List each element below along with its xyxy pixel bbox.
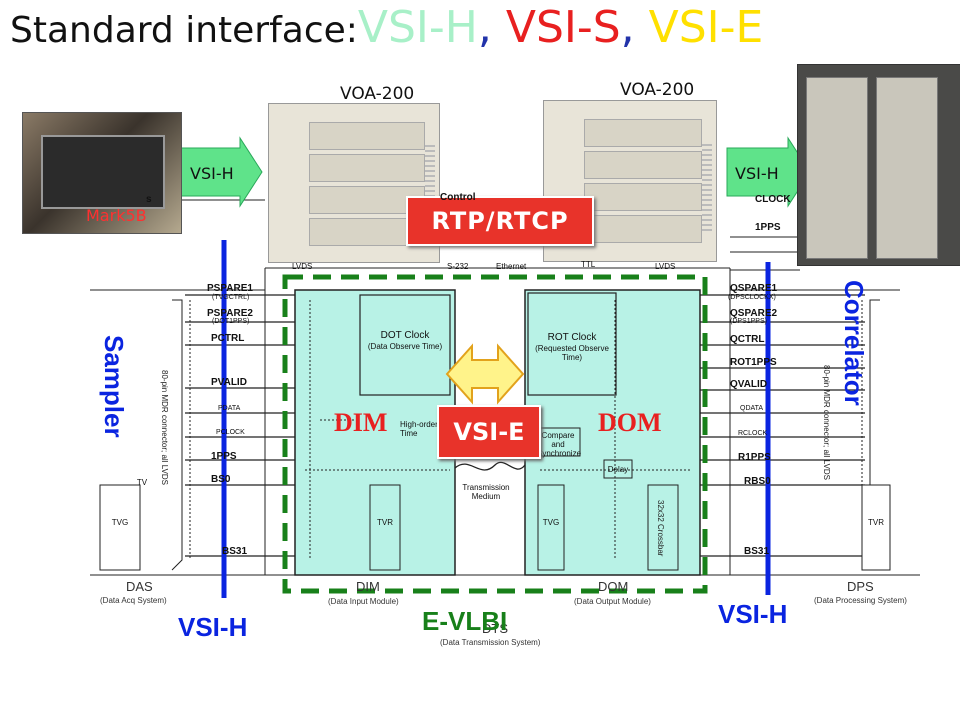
dts-label: DTS [482,621,508,636]
compare-sync: Compare and Synchronize [537,431,582,458]
dom-red-label: DOM [598,408,662,437]
sig-r1pps: R1PPS [738,452,771,463]
tvg-dom: TVG [542,518,560,527]
tvr-dps: TVR [868,518,884,527]
sig-ethernet: Ethernet [496,262,527,271]
dim-sub: (Data Input Module) [328,597,399,606]
sig-pctrl: PCTRL [211,333,245,344]
tvr-dim: TVR [377,518,393,527]
sig-pspare2-sub: (DOT1PPS) [212,318,250,325]
dts-sub: (Data Transmission System) [440,638,541,647]
sig-bs0: BS0 [211,474,231,485]
sig-pspare2: PSPARE2 [207,308,253,319]
dim-red-label: DIM [334,408,388,437]
sig-rot1pps: ROT1PPS [730,357,777,368]
high-order-time: High-order Time [400,420,438,438]
crossbar-label: 32x32 Crossbar [656,500,665,557]
title-vsi-e: VSI-E [648,2,764,53]
vsi-h-arrow-left-label: VSI-H [190,164,234,183]
sig-pvalid: PVALID [211,377,247,388]
rot-clock-label: ROT Clock [547,332,597,343]
vsi-h-right-label: VSI-H [718,599,788,629]
sig-bs31: BS31 [222,546,248,557]
sig-1pps-left: 1PPS [211,451,237,462]
sig-pspare1: PSPARE1 [207,283,253,294]
mark5b-label: Mark5B [86,206,147,225]
slide-title: Standard interface:VSI-H, VSI-S, VSI-E [10,6,763,50]
sig-qspare1: QSPARE1 [730,283,778,294]
sig-qctrl: QCTRL [730,334,765,345]
sig-qvalid: QVALID [730,379,768,390]
tvg-das: TVG [111,518,129,527]
sig-qdata: QDATA [740,405,764,412]
sig-qspare2-sub: (DPS1PPS) [730,318,767,325]
sig-qspare1-sub: (DPSCLOCKX) [728,294,776,301]
dom-label: DOM [598,579,629,594]
dim-label: DIM [356,579,380,594]
sig-rbs31: BS31 [744,546,770,557]
voa-left-label: VOA-200 [340,84,415,104]
vsi-h-left-label: VSI-H [178,612,248,642]
sig-clock: CLOCK [755,194,791,205]
das-sub: (Data Acq System) [100,596,167,605]
sig-qspare2: QSPARE2 [730,308,778,319]
dom-sub: (Data Output Module) [574,597,651,606]
mark5b-photo [22,112,182,234]
sig-ttl: TTL [581,260,596,269]
title-prefix: Standard interface: [10,10,358,51]
sig-pclock: PCLOCK [216,429,245,436]
rtp-rtcp-box: RTP/RTCP [406,196,594,246]
delay-label: Delay [607,465,629,474]
correlator-label: Correlator [839,280,869,406]
tv-das: TV [136,478,148,487]
connector-left: 80-pin MDR connector; all LVDS [160,370,169,486]
sig-pspare1-sub: (TVGCTRL) [212,294,250,301]
dps-sub: (Data Processing System) [814,596,907,605]
evlbi-label: E-VLBI [422,606,508,636]
dot-clock-sub: (Data Observe Time) [367,342,443,351]
transmission-medium: Transmission Medium [462,483,510,501]
sampler-label: Sampler [99,335,129,438]
dps-label: DPS [847,579,874,594]
sig-lvds-right: LVDS [655,262,676,271]
sig-lvds-left: LVDS [292,262,313,271]
voa-left-photo [268,103,440,263]
rot-clock-sub: (Requested Observe Time) [535,344,609,362]
title-sep-1: , [477,2,506,53]
sig-left-partial: s [146,194,152,205]
correlator-photo [797,64,960,266]
das-label: DAS [126,579,153,594]
title-vsi-h: VSI-H [357,2,478,53]
sig-1pps-top: 1PPS [755,222,781,233]
sig-rs232: S-232 [447,262,469,271]
title-vsi-s: VSI-S [505,2,621,53]
vsi-e-box: VSI-E [437,405,541,459]
dot-clock-label: DOT Clock [380,330,430,341]
connector-right: 80-pin MDR connector; all LVDS [822,365,831,481]
sig-rbs0: RBS0 [744,476,771,487]
sig-control: Control [440,192,476,203]
sig-pdata: PDATA [218,405,241,412]
voa-right-label: VOA-200 [620,80,695,100]
vsi-h-arrow-right-label: VSI-H [735,164,779,183]
sig-rclock: RCLOCK [738,430,768,437]
title-sep-2: , [620,2,649,53]
